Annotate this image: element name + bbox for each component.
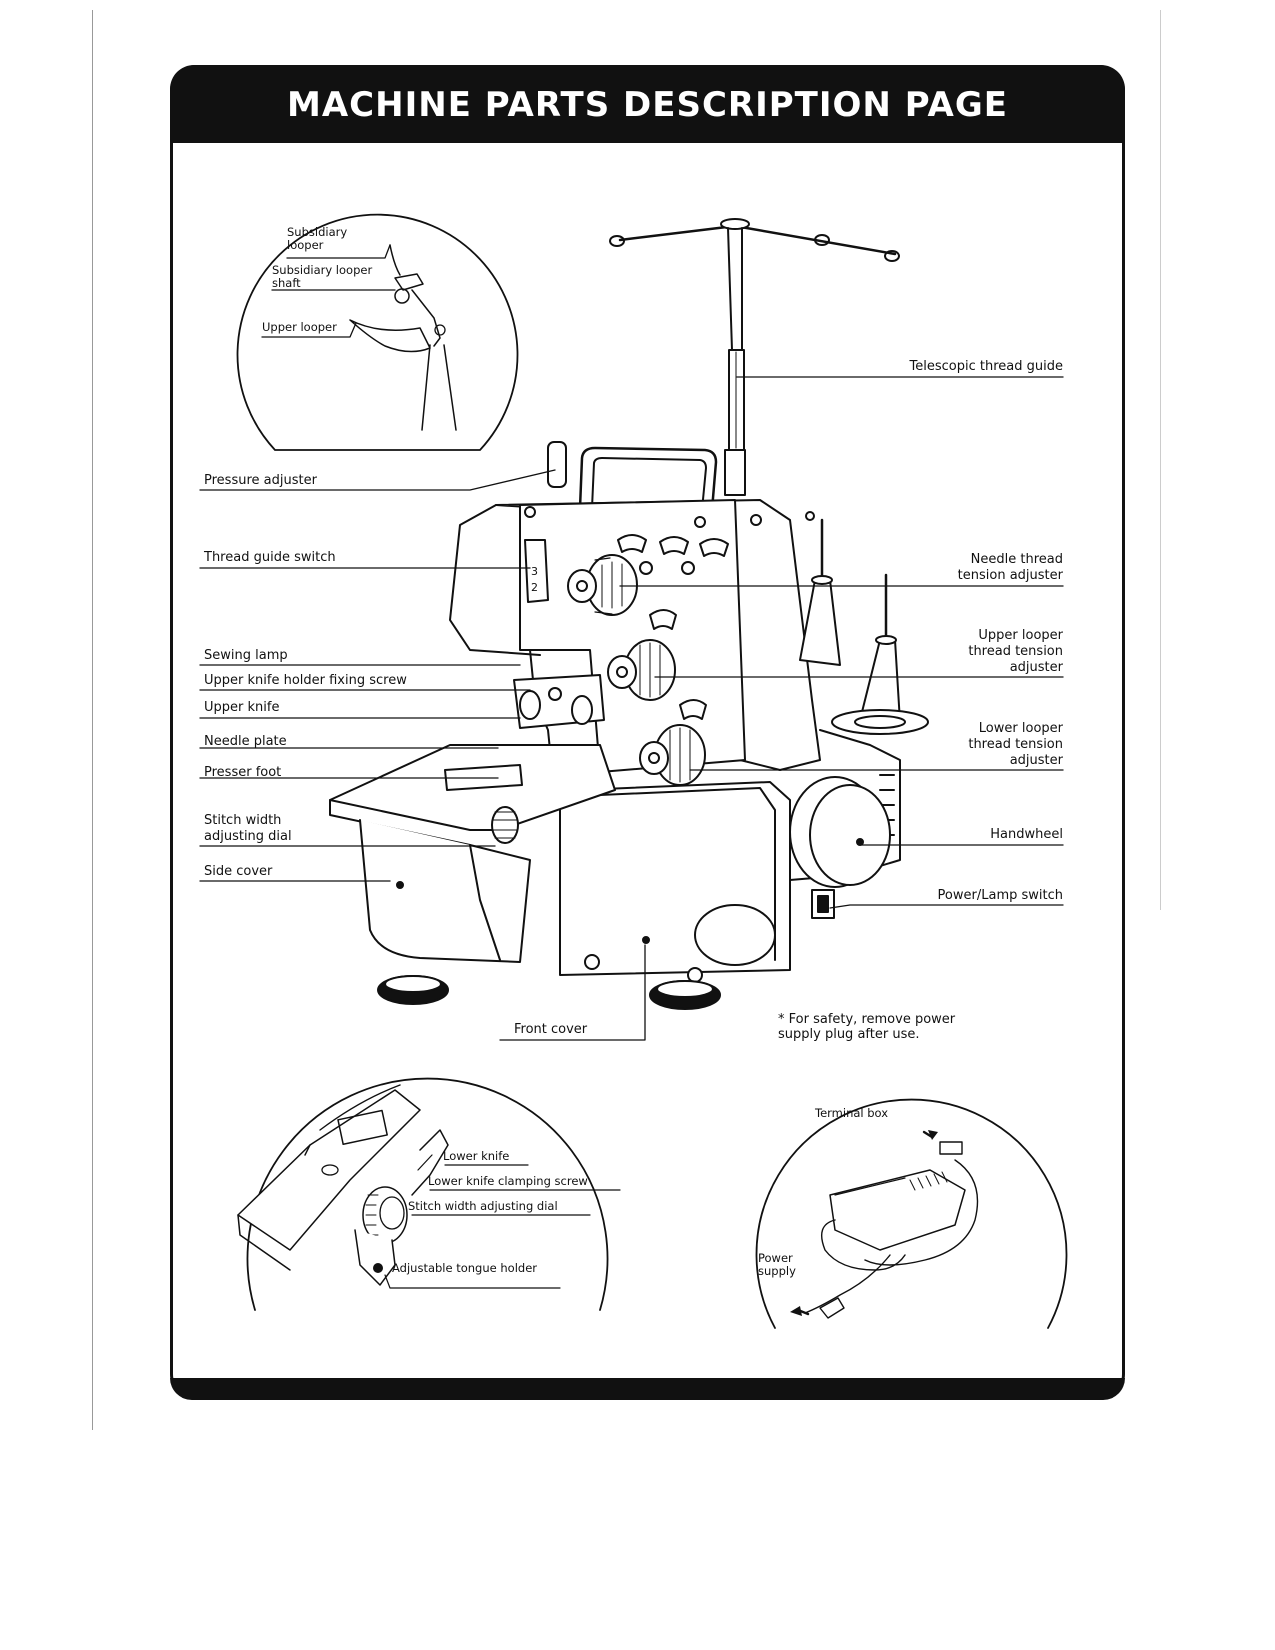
looper-inset <box>236 213 519 451</box>
label-stitch-width-adjusting-dial-inset: Stitch width adjusting dial <box>408 1199 558 1213</box>
left-margin-rule <box>92 10 93 1430</box>
label-power-lamp-switch: Power/Lamp switch <box>937 888 1063 903</box>
label-upper-looper: Upper looper <box>262 320 337 334</box>
bottom-bar <box>170 1378 1125 1400</box>
lower-knife-inset <box>237 1077 621 1311</box>
label-power-supply: Power supply <box>758 1251 796 1278</box>
label-lower-knife: Lower knife <box>443 1149 510 1163</box>
leader-lines <box>199 244 1064 1041</box>
label-presser-foot: Presser foot <box>204 765 282 780</box>
page-title: MACHINE PARTS DESCRIPTION PAGE <box>287 85 1008 125</box>
label-lower-knife-clamping-screw: Lower knife clamping screw <box>428 1174 588 1188</box>
label-thread-guide-switch: Thread guide switch <box>204 550 336 565</box>
label-needle-thread-tension-adjuster: Needle thread tension adjuster <box>957 552 1063 583</box>
label-handwheel: Handwheel <box>990 827 1063 842</box>
label-telescopic-thread-guide: Telescopic thread guide <box>909 359 1063 374</box>
thread-stand <box>609 218 900 496</box>
label-subsidiary-looper: Subsidiary looper <box>287 225 348 252</box>
power-supply-inset <box>755 1098 1068 1329</box>
label-upper-knife: Upper knife <box>204 700 280 715</box>
label-upper-looper-thread-tension-adjuster: Upper looper thread tension adjuster <box>968 628 1063 675</box>
label-subsidiary-looper-shaft: Subsidiary looper shaft <box>272 263 373 290</box>
label-side-cover: Side cover <box>204 864 273 879</box>
label-lower-looper-thread-tension-adjuster: Lower looper thread tension adjuster <box>968 721 1063 768</box>
label-adjustable-tongue-holder: Adjustable tongue holder <box>392 1261 537 1275</box>
right-margin-rule <box>1160 10 1161 910</box>
label-sewing-lamp: Sewing lamp <box>204 648 288 663</box>
label-front-cover: Front cover <box>514 1022 588 1037</box>
label-upper-knife-holder-fixing-screw: Upper knife holder fixing screw <box>204 673 407 688</box>
label-terminal-box: Terminal box <box>815 1106 889 1120</box>
svg-text:2: 2 <box>531 581 538 594</box>
label-pressure-adjuster: Pressure adjuster <box>204 473 317 488</box>
safety-note: * For safety, remove power supply plug a… <box>778 1012 956 1042</box>
overlocker-machine: 3 2 <box>329 441 929 1010</box>
label-needle-plate: Needle plate <box>204 734 287 749</box>
title-bar <box>170 65 1125 143</box>
label-stitch-width-adjusting-dial: Stitch width adjusting dial <box>204 813 292 844</box>
svg-text:3: 3 <box>531 565 538 578</box>
